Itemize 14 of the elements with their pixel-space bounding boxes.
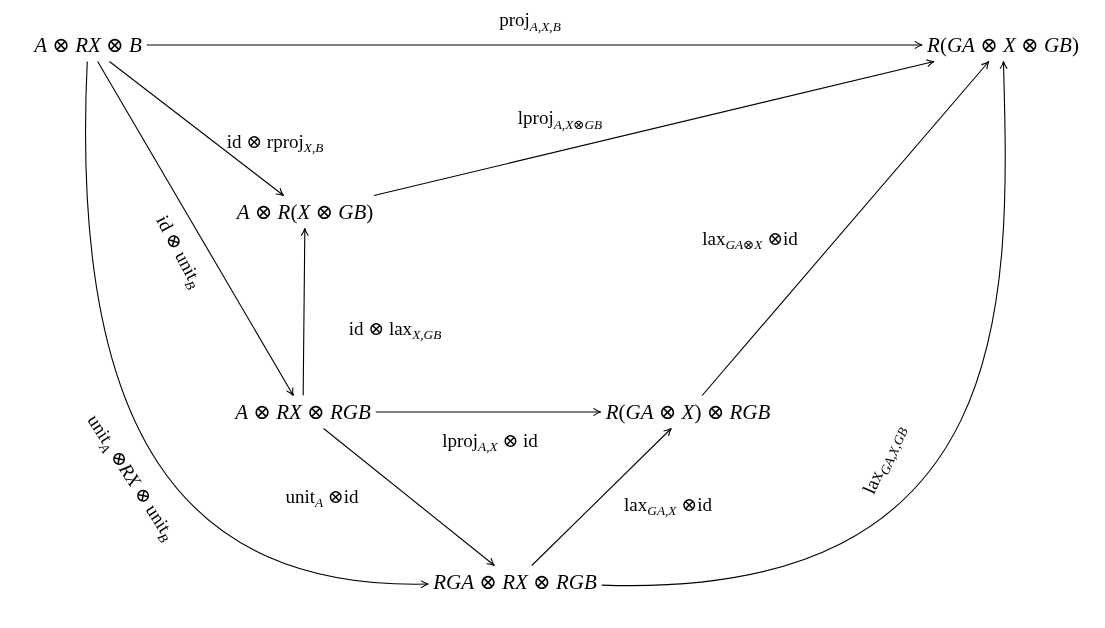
math-object: R(GA ⊗ X ⊗ GB) [924, 30, 1082, 60]
edge-label: lproj$_{A,X⊗GB}$ [517, 107, 603, 133]
edge-label: unit$_{A}$ ⊗id [285, 484, 359, 512]
edge-label: lproj$_{A,X}$ ⊗ id [442, 428, 538, 456]
edge-label: id ⊗ lax$_{X,GB}$ [348, 316, 442, 344]
math-object: A ⊗ R(X ⊗ GB) [233, 197, 377, 227]
edge-label: proj$_{A,X,B}$ [499, 9, 561, 35]
math-object: R(GA ⊗ X) ⊗ RGB [602, 397, 774, 427]
math-object: A ⊗ RX ⊗ RGB [232, 397, 374, 427]
math-object: RGA ⊗ RX ⊗ RGB [430, 567, 600, 597]
edge-label: id ⊗ rproj$_{X,B}$ [226, 129, 324, 157]
edge-label: lax$_{GA,X}$ ⊗id [624, 492, 712, 520]
edge-label: lax$_{GA⊗X}$ ⊗id [702, 226, 798, 254]
math-object: A ⊗ RX ⊗ B [31, 30, 145, 60]
